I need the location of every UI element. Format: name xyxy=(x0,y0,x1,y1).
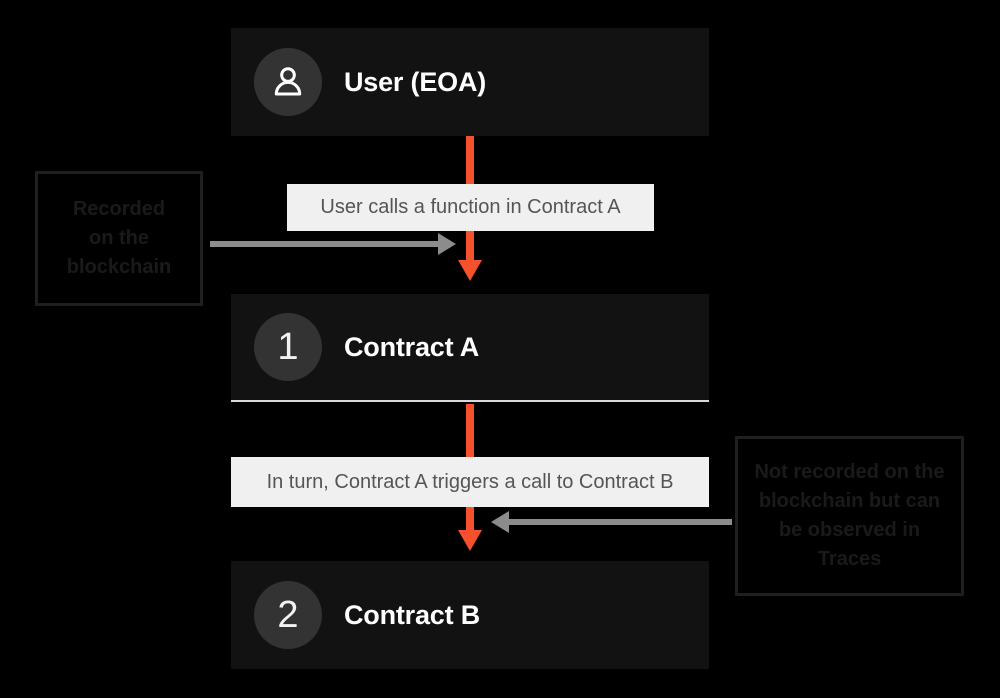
step-badge-2-number: 2 xyxy=(277,594,299,636)
node-user-label: User (EOA) xyxy=(344,66,487,97)
flow-arrowhead-contract-a xyxy=(458,260,482,281)
annotation-arrowhead-not-recorded xyxy=(491,511,509,533)
annotation-connector-recorded xyxy=(210,241,440,247)
annotation-note-not-recorded-line-2: blockchain but can xyxy=(758,490,941,512)
annotation-note-not-recorded-line-4: Traces xyxy=(817,548,882,570)
step-badge-1: 1 xyxy=(254,313,322,381)
annotation-note-recorded-line-1: Recorded xyxy=(72,198,166,220)
node-contract-b-label: Contract B xyxy=(344,599,481,630)
user-avatar xyxy=(254,48,322,116)
annotation-note-recorded-line-2: on the xyxy=(88,227,149,249)
annotation-note-not-recorded-line-3: be observed in xyxy=(778,519,921,541)
annotation-note-not-recorded-text: Not recorded on the blockchain but can b… xyxy=(744,458,954,574)
annotation-note-not-recorded-line-1: Not recorded on the xyxy=(754,461,945,483)
node-contract-a-label: Contract A xyxy=(344,331,480,362)
annotation-note-recorded-line-3: blockchain xyxy=(66,256,172,278)
node-contract-b[interactable]: 2 Contract B xyxy=(231,561,709,669)
node-contract-a[interactable]: 1 Contract A xyxy=(231,294,709,402)
annotation-connector-not-recorded xyxy=(508,519,732,525)
annotation-note-not-recorded: Not recorded on the blockchain but can b… xyxy=(735,436,964,596)
step-label-2: In turn, Contract A triggers a call to C… xyxy=(231,457,709,507)
node-user[interactable]: User (EOA) xyxy=(231,28,709,136)
step-badge-1-number: 1 xyxy=(277,326,299,368)
user-icon xyxy=(274,67,302,96)
step-label-2-text: In turn, Contract A triggers a call to C… xyxy=(266,470,674,493)
flow-arrowhead-contract-b xyxy=(458,530,482,551)
step-badge-2: 2 xyxy=(254,581,322,649)
step-label-1-text: User calls a function in Contract A xyxy=(320,196,621,218)
step-label-1: User calls a function in Contract A xyxy=(287,184,654,231)
annotation-note-recorded-text: Recorded on the blockchain xyxy=(57,195,181,282)
annotation-note-recorded: Recorded on the blockchain xyxy=(35,171,203,306)
annotation-arrowhead-recorded xyxy=(438,233,456,255)
